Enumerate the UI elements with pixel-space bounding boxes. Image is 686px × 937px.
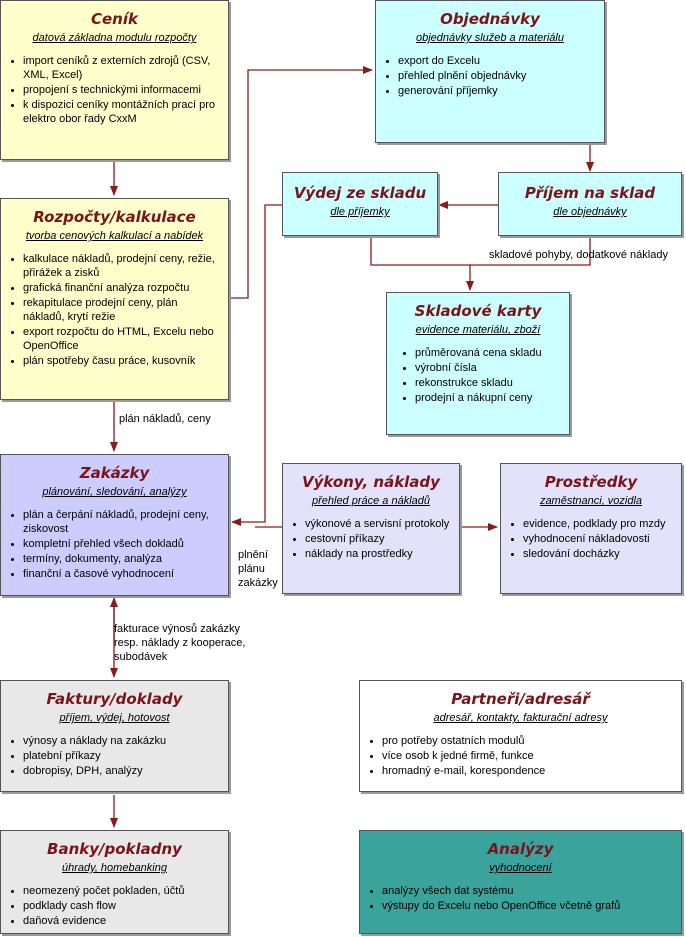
objednavky-list: export do Excelu přehled plnění objednáv… xyxy=(386,54,598,98)
rozpocty-subtitle: tvorba cenových kalkulací a nabídek xyxy=(25,230,204,242)
banky-subtitle: úhrady, homebanking xyxy=(62,862,167,874)
zakazky-subtitle: plánování, sledování, analýzy xyxy=(42,486,187,498)
partneri-title: Partneři/adresář xyxy=(451,690,590,708)
list-item: pro potřeby ostatních modulů xyxy=(382,734,675,748)
banky-list: neomezený počet pokladen, účtů podklady … xyxy=(11,884,222,928)
list-item: sledování docházky xyxy=(523,547,675,561)
analyzy-title: Analýzy xyxy=(487,840,554,858)
arrow-vydej-zakazky xyxy=(231,204,282,526)
list-item: finanční a časové vyhodnocení xyxy=(23,567,222,581)
cenik-title: Ceník xyxy=(91,10,138,28)
arrow-rozpocty-objednavky xyxy=(229,66,373,299)
list-item: průměrovaná cena skladu xyxy=(415,346,563,360)
arrow-vydej-karty xyxy=(370,236,474,291)
box-partneri: Partneři/adresář adresář, kontakty, fakt… xyxy=(359,680,682,792)
zakazky-title: Zakázky xyxy=(79,464,150,482)
cenik-subtitle: datová základna modulu rozpočty xyxy=(32,32,197,44)
box-cenik: Ceník datová základna modulu rozpočty im… xyxy=(0,0,229,160)
list-item: dobropisy, DPH, analýzy xyxy=(23,764,222,778)
box-faktury: Faktury/doklady příjem, výdej, hotovost … xyxy=(0,680,229,792)
banky-title: Banky/pokladny xyxy=(47,840,182,858)
objednavky-title: Objednávky xyxy=(440,10,540,28)
label-skladove-pohyby: skladové pohyby, dodatkové náklady xyxy=(489,249,668,261)
list-item: kalkulace nákladů, prodejní ceny, režie,… xyxy=(23,252,222,280)
karty-title: Skladové karty xyxy=(414,302,542,320)
analyzy-list: analýzy všech dat systému výstupy do Exc… xyxy=(370,884,675,913)
karty-list: průměrovaná cena skladu výrobní čísla re… xyxy=(397,346,563,405)
box-analyzy: Analýzy vyhodnocení analýzy všech dat sy… xyxy=(359,830,682,934)
list-item: plán spotřeby času práce, kusovník xyxy=(23,354,222,368)
rozpocty-title: Rozpočty/kalkulace xyxy=(33,208,196,226)
box-zakazky: Zakázky plánování, sledování, analýzy pl… xyxy=(0,454,229,596)
zakazky-list: plán a čerpání nákladů, prodejní ceny, z… xyxy=(11,508,222,581)
list-item: export rozpočtu do HTML, Excelu nebo Ope… xyxy=(23,325,222,353)
list-item: podklady cash flow xyxy=(23,899,222,913)
list-item: výstupy do Excelu nebo OpenOffice včetně… xyxy=(382,899,675,913)
list-item: výrobní čísla xyxy=(415,361,563,375)
list-item: k dispozici ceníky montážních prací pro … xyxy=(23,98,222,126)
box-prijem: Příjem na sklad dle objednávky xyxy=(498,172,682,236)
rozpocty-list: kalkulace nákladů, prodejní ceny, režie,… xyxy=(11,252,222,368)
box-banky: Banky/pokladny úhrady, homebanking neome… xyxy=(0,830,229,934)
list-item: více osob k jedné firmě, funkce xyxy=(382,749,675,763)
list-item: propojení s technickými informacemi xyxy=(23,83,222,97)
box-vydej: Výdej ze skladu dle příjemky xyxy=(282,172,438,236)
list-item: cestovní příkazy xyxy=(305,532,453,546)
faktury-list: výnosy a náklady na zakázku platební pří… xyxy=(11,734,222,778)
prostredky-title: Prostředky xyxy=(544,473,638,491)
prijem-subtitle: dle objednávky xyxy=(553,206,627,218)
label-plan-nakladu: plán nákladů, ceny xyxy=(119,413,211,425)
faktury-title: Faktury/doklady xyxy=(46,690,183,708)
box-vykony: Výkony, náklady přehled práce a nákladů … xyxy=(282,463,460,594)
vykony-list: výkonové a servisní protokoly cestovní p… xyxy=(293,517,453,561)
partneri-list: pro potřeby ostatních modulů více osob k… xyxy=(370,734,675,778)
box-objednavky: Objednávky objednávky služeb a materiálu… xyxy=(375,0,605,143)
list-item: import ceníků z externích zdrojů (CSV, X… xyxy=(23,54,222,82)
list-item: grafická finanční analýza rozpočtu xyxy=(23,281,222,295)
list-item: vyhodnocení nákladovosti xyxy=(523,532,675,546)
list-item: rekapitulace prodejní ceny, plán nákladů… xyxy=(23,296,222,324)
partneri-subtitle: adresář, kontakty, fakturační adresy xyxy=(433,712,608,724)
vydej-subtitle: dle příjemky xyxy=(330,206,390,218)
box-prostredky: Prostředky zaměstnanci, vozidla evidence… xyxy=(500,463,682,594)
prijem-title: Příjem na sklad xyxy=(524,184,656,202)
list-item: hromadný e-mail, korespondence xyxy=(382,764,675,778)
vydej-title: Výdej ze skladu xyxy=(293,184,427,202)
list-item: analýzy všech dat systému xyxy=(382,884,675,898)
list-item: termíny, dokumenty, analýza xyxy=(23,552,222,566)
list-item: výkonové a servisní protokoly xyxy=(305,517,453,531)
list-item: neomezený počet pokladen, účtů xyxy=(23,884,222,898)
list-item: platební příkazy xyxy=(23,749,222,763)
box-karty: Skladové karty evidence materiálu, zboží… xyxy=(386,292,570,435)
line-prijem-karty xyxy=(470,236,591,266)
faktury-subtitle: příjem, výdej, hotovost xyxy=(59,712,170,724)
list-item: náklady na prostředky xyxy=(305,547,453,561)
label-plneni-planu: plnění plánu zakázky xyxy=(238,549,278,589)
prostredky-subtitle: zaměstnanci, vozidla xyxy=(539,495,643,507)
vykony-title: Výkony, náklady xyxy=(302,473,440,491)
analyzy-subtitle: vyhodnocení xyxy=(489,862,552,874)
cenik-list: import ceníků z externích zdrojů (CSV, X… xyxy=(11,54,222,126)
prostredky-list: evidence, podklady pro mzdy vyhodnocení … xyxy=(511,517,675,561)
list-item: kompletní přehled všech dokladů xyxy=(23,537,222,551)
list-item: prodejní a nákupní ceny xyxy=(415,391,563,405)
list-item: rekonstrukce skladu xyxy=(415,376,563,390)
list-item: daňová evidence xyxy=(23,914,222,928)
karty-subtitle: evidence materiálu, zboží xyxy=(415,324,541,336)
vykony-subtitle: přehled práce a nákladů xyxy=(311,495,431,507)
list-item: evidence, podklady pro mzdy xyxy=(523,517,675,531)
objednavky-subtitle: objednávky služeb a materiálu xyxy=(416,32,564,44)
label-fakturace: fakturace výnosů zakázky resp. náklady z… xyxy=(114,623,246,663)
list-item: výnosy a náklady na zakázku xyxy=(23,734,222,748)
list-item: přehled plnění objednávky xyxy=(398,69,598,83)
list-item: generování příjemky xyxy=(398,84,598,98)
box-rozpocty: Rozpočty/kalkulace tvorba cenových kalku… xyxy=(0,198,229,400)
list-item: export do Excelu xyxy=(398,54,598,68)
list-item: plán a čerpání nákladů, prodejní ceny, z… xyxy=(23,508,222,536)
